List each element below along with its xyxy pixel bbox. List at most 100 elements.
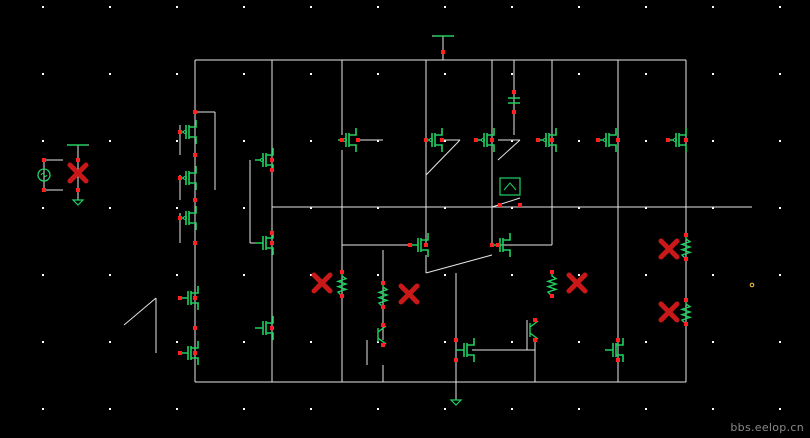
grid-dot	[779, 6, 781, 8]
pin-dot	[340, 294, 344, 298]
pmos-transistor-icon[interactable]	[668, 128, 687, 152]
grid-dot	[310, 73, 312, 75]
error-x-stroke	[67, 162, 89, 184]
bjt-icon[interactable]	[529, 320, 539, 340]
pin-dot	[490, 243, 494, 247]
nmos-body	[255, 316, 274, 340]
nmos-transistor-icon[interactable]	[255, 231, 274, 255]
pin-dot	[178, 130, 182, 134]
device-layer[interactable]	[37, 35, 755, 406]
error-x-icon	[311, 272, 333, 294]
pin-layer	[42, 50, 688, 362]
nmos-transistor-icon[interactable]	[456, 338, 475, 362]
pin-dot	[356, 138, 360, 142]
grid-dot	[377, 73, 379, 75]
pin-dot	[684, 138, 688, 142]
capacitor-plates	[508, 97, 520, 104]
pin-dot	[408, 243, 412, 247]
grid-dot	[444, 341, 446, 343]
grid-dot	[109, 73, 111, 75]
nmos-transistor-icon[interactable]	[410, 233, 429, 257]
grid-dot	[310, 408, 312, 410]
grid-dot	[779, 207, 781, 209]
pin-dot	[193, 153, 197, 157]
wire	[491, 197, 521, 208]
grid-dot	[645, 408, 647, 410]
grid-dot	[712, 274, 714, 276]
pin-dot	[424, 243, 428, 247]
capacitor-icon[interactable]	[508, 97, 520, 104]
pin-dot	[381, 343, 385, 347]
grid-dot	[176, 6, 178, 8]
pmos-transistor-icon[interactable]	[598, 128, 617, 152]
grid-dot	[578, 140, 580, 142]
pin-dot	[193, 326, 197, 330]
pin-dot	[381, 281, 385, 285]
grid-dot	[42, 140, 44, 142]
grid-dot	[511, 207, 513, 209]
nmos-transistor-icon[interactable]	[180, 286, 199, 310]
source-wave	[40, 173, 48, 177]
grid-dot	[444, 73, 446, 75]
grid-dot	[42, 73, 44, 75]
pin-dot	[270, 231, 274, 235]
resistor-icon[interactable]	[679, 235, 693, 260]
pmos-transistor-icon[interactable]	[476, 128, 495, 152]
grid-dot	[243, 140, 245, 142]
bjt-icon[interactable]	[377, 325, 387, 345]
pmos-transistor-icon[interactable]	[255, 148, 274, 172]
pin-dot	[178, 216, 182, 220]
grid-dot	[42, 408, 44, 410]
grid-dot	[712, 140, 714, 142]
pin-dot	[454, 358, 458, 362]
pin-dot	[270, 326, 274, 330]
pmos-bubble	[183, 176, 187, 180]
grid-dot	[511, 408, 513, 410]
pin-dot	[474, 138, 478, 142]
nmos-transistor-icon[interactable]	[605, 338, 624, 362]
resistor-icon[interactable]	[376, 283, 390, 308]
output-terminal[interactable]	[749, 282, 755, 288]
source-circle	[37, 168, 51, 182]
grid-dot	[176, 274, 178, 276]
error-x-icon	[398, 283, 420, 305]
pin-dot	[178, 296, 182, 300]
resistor-icon[interactable]	[545, 272, 559, 297]
error-x-icon	[67, 162, 89, 184]
grid-dot	[578, 207, 580, 209]
resistor-icon[interactable]	[679, 300, 693, 325]
pmos-transistor-icon[interactable]	[538, 128, 557, 152]
grid-dot	[176, 207, 178, 209]
pin-dot	[684, 322, 688, 326]
pin-dot	[270, 241, 274, 245]
pin-dot	[666, 138, 670, 142]
grid-dot	[511, 6, 513, 8]
pin-dot	[684, 257, 688, 261]
nmos-body	[255, 231, 274, 255]
grid-dot	[109, 408, 111, 410]
nmos-transistor-icon[interactable]	[255, 316, 274, 340]
grid-dot	[645, 73, 647, 75]
error-x-stroke	[311, 272, 333, 294]
pin-dot	[518, 203, 522, 207]
voltage-source-icon[interactable]	[37, 168, 51, 182]
grid-dot	[645, 274, 647, 276]
pin-dot	[76, 188, 80, 192]
nmos-body	[605, 338, 624, 362]
resistor-icon[interactable]	[335, 272, 349, 297]
grid-dot	[243, 274, 245, 276]
grid-dot	[645, 341, 647, 343]
pin-dot	[270, 158, 274, 162]
pin-dot	[512, 110, 516, 114]
pin-dot	[550, 138, 554, 142]
grid-dot	[712, 6, 714, 8]
grid-dot	[310, 207, 312, 209]
pin-dot	[596, 138, 600, 142]
pin-dot	[381, 305, 385, 309]
error-x-stroke	[658, 238, 680, 260]
pin-dot	[340, 138, 344, 142]
pin-dot	[536, 138, 540, 142]
switch-block-icon[interactable]	[499, 177, 521, 196]
nmos-transistor-icon[interactable]	[180, 341, 199, 365]
